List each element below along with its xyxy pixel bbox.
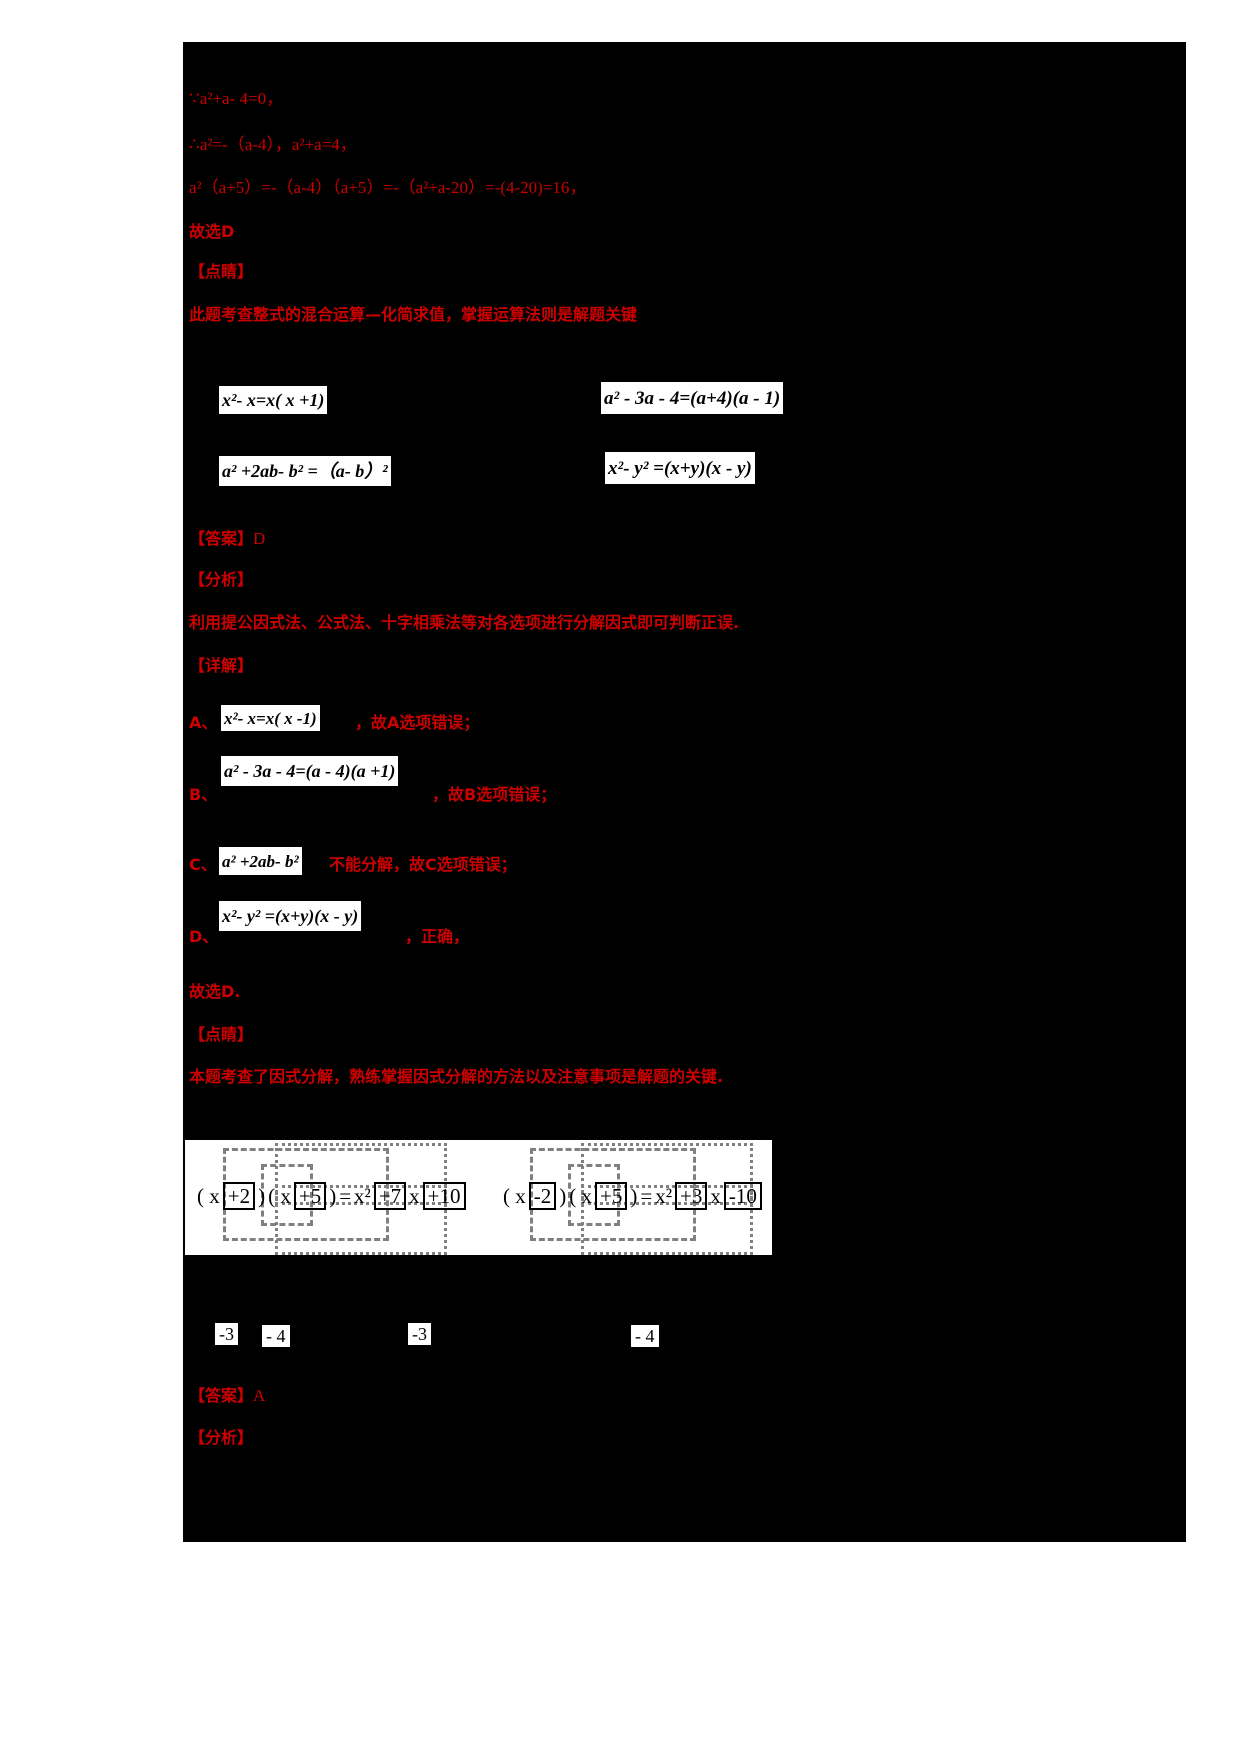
right-box-a[interactable]: -2: [528, 1182, 557, 1211]
right-dotted-box-lower: [581, 1185, 753, 1255]
right-box-c[interactable]: +3: [674, 1182, 708, 1211]
solution2-tip-text: 本题考查了因式分解，熟练掌握因式分解的方法以及注意事项是解题的关键.: [189, 1067, 724, 1086]
analysis-label: 【分析】: [189, 570, 254, 589]
option-b-formula: a² - 3a - 4=(a - 4)(a +1): [221, 756, 399, 786]
left-open-paren-2: ( x: [268, 1183, 291, 1208]
right-open-paren-1: ( x: [503, 1183, 526, 1208]
left-close-paren-2: ): [329, 1183, 337, 1208]
right-box-b[interactable]: +5: [595, 1182, 628, 1211]
neg-chip-3: -3: [408, 1323, 431, 1345]
right-dotted-box-upper: [581, 1143, 753, 1205]
left-x-var: x: [409, 1183, 420, 1208]
solution2-conclusion: 故选D.: [189, 982, 241, 1001]
solution3-answer-row: 【答案】A: [189, 1387, 265, 1405]
formula-chip-4: x²- y² =(x+y)(x - y): [605, 452, 755, 484]
option-d-formula: x²- y² =(x+y)(x - y): [219, 901, 362, 931]
right-close-paren-2: ): [630, 1183, 638, 1208]
answer-label: 【答案】: [189, 529, 254, 548]
cross-multiplication-figure: ( x +2 ) ( x +5 ) = x² +7 x +10 ( x -2 ): [183, 1140, 772, 1255]
solution3-answer-label: 【答案】: [189, 1386, 254, 1405]
solution3-analysis-label: 【分析】: [189, 1428, 254, 1447]
solution1-line1: ∵a²+a- 4=0，: [189, 89, 284, 108]
analysis-text: 利用提公因式法、公式法、十字相乘法等对各选项进行分解因式即可判断正误.: [189, 613, 740, 632]
option-c-suffix: 不能分解，故C选项错误；: [329, 855, 517, 874]
option-b-prefix: B、: [189, 785, 218, 804]
left-x-squared: x²: [354, 1183, 371, 1208]
right-x-var: x: [710, 1183, 721, 1208]
formula-chip-3: a² +2ab- b² =（a- b）²: [219, 456, 391, 486]
left-box-a[interactable]: +2: [222, 1182, 256, 1211]
solution1-line2: ∴a²=-（a-4），a²+a=4，: [189, 135, 357, 154]
answer-value: D: [253, 529, 266, 548]
right-equals: =: [640, 1183, 653, 1208]
solution1-line3: a²（a+5）=-（a-4）（a+5）=-（a²+a-20）=-(4-20)=1…: [189, 178, 587, 197]
neg-chip-4: - 4: [631, 1325, 659, 1347]
option-a-prefix: A、: [189, 713, 218, 732]
option-c-prefix: C、: [189, 855, 217, 874]
left-equals: =: [339, 1183, 352, 1208]
detail-label: 【详解】: [189, 656, 254, 675]
left-close-paren-1: ): [258, 1183, 266, 1208]
solution1-tip-label: 【点睛】: [189, 262, 254, 281]
option-d-prefix: D、: [189, 927, 219, 946]
option-a-suffix: ，故A选项错误；: [355, 713, 480, 732]
left-open-paren-1: ( x: [197, 1183, 220, 1208]
right-box-d[interactable]: -10: [723, 1182, 762, 1211]
solution3-answer-value: A: [253, 1386, 266, 1405]
neg-chip-2: - 4: [262, 1325, 290, 1347]
solution1-conclusion: 故选D: [189, 222, 235, 241]
solution1-tip-text: 此题考查整式的混合运算—化简求值，掌握运算法则是解题关键: [189, 305, 638, 324]
option-b-suffix: ，故B选项错误；: [432, 785, 557, 804]
left-box-d[interactable]: +10: [422, 1182, 466, 1211]
option-a-formula: x²- x=x( x -1): [221, 705, 320, 731]
solution2-tip-label: 【点睛】: [189, 1025, 254, 1044]
solution2-answer-row: 【答案】D: [189, 530, 265, 548]
left-inner-dash-box-1: [261, 1164, 313, 1226]
right-x-squared: x²: [655, 1183, 672, 1208]
option-c-formula: a² +2ab- b²: [219, 847, 302, 875]
right-outer-dash-box: [530, 1148, 696, 1241]
formula-chip-1: x²- x=x( x +1): [219, 386, 328, 414]
left-dotted-box-upper: [275, 1143, 447, 1205]
black-content-panel: ∵a²+a- 4=0， ∴a²=-（a-4），a²+a=4， a²（a+5）=-…: [183, 42, 1186, 1542]
right-close-paren-1: ): [559, 1183, 567, 1208]
right-expression: ( x -2 ) ( x +5 ) = x² +3 x -10: [503, 1182, 762, 1211]
right-open-paren-2: ( x: [569, 1183, 592, 1208]
formula-chip-2: a² - 3a - 4=(a+4)(a - 1): [601, 382, 784, 414]
left-box-c[interactable]: +7: [373, 1182, 407, 1211]
neg-chip-1: -3: [215, 1323, 238, 1345]
left-dotted-box-lower: [275, 1185, 447, 1255]
left-box-b[interactable]: +5: [293, 1182, 327, 1211]
option-d-suffix: ，正确，: [405, 927, 470, 946]
left-expression: ( x +2 ) ( x +5 ) = x² +7 x +10: [197, 1182, 466, 1211]
right-inner-dash-box-1: [568, 1164, 620, 1226]
